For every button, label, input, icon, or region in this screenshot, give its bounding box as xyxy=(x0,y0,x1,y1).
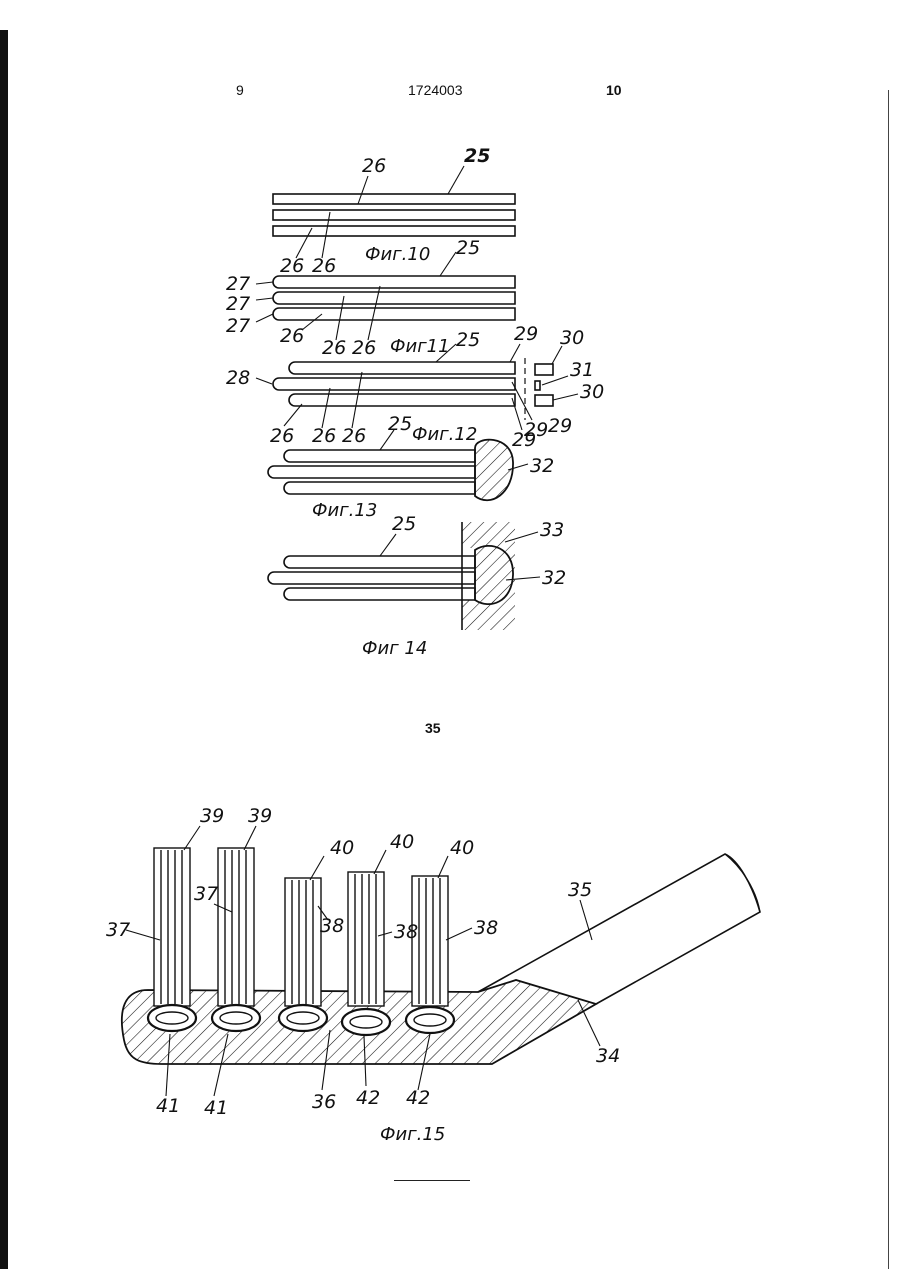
fig12-strips xyxy=(273,362,515,406)
fig15-label: 38 xyxy=(394,921,418,943)
fig15-tuft xyxy=(148,848,196,1031)
fig15-label: 40 xyxy=(330,837,354,859)
fig11-label: 27 xyxy=(226,293,250,315)
fig11-label: 26 xyxy=(352,337,376,359)
fig15-label: 40 xyxy=(390,831,414,853)
fig15-label: 41 xyxy=(156,1095,180,1117)
fig12-label: 28 xyxy=(226,367,250,389)
fig10-label: 26 xyxy=(312,255,336,277)
fig10-label: 26 xyxy=(280,255,304,277)
fig12-label: 29 xyxy=(548,415,572,437)
fig11-label: 27 xyxy=(226,315,250,337)
fig11-label: 25 xyxy=(456,237,480,259)
fig12-label: 26 xyxy=(270,425,294,447)
fig13-label: 32 xyxy=(530,455,554,477)
fig15-tuft xyxy=(212,848,260,1031)
fig15-label: 35 xyxy=(568,879,592,901)
fig12-label: 26 xyxy=(342,425,366,447)
fig14-label: 32 xyxy=(542,567,566,589)
fig15-label: 39 xyxy=(248,805,272,827)
fig13-label: 25 xyxy=(388,413,412,435)
fig14-label: 25 xyxy=(392,513,416,535)
fig15-label: 36 xyxy=(312,1091,336,1113)
fig12-caption: Фиг.12 xyxy=(412,424,477,445)
fig15-label: 42 xyxy=(406,1087,430,1109)
fig15-label: 37 xyxy=(194,883,218,905)
fig10-label: 26 xyxy=(362,155,386,177)
fig14-fused-head xyxy=(475,546,513,604)
fig15-tuft xyxy=(279,878,327,1031)
fig15-label: 39 xyxy=(200,805,224,827)
fig13-strips xyxy=(268,450,475,494)
fig12-label: 26 xyxy=(312,425,336,447)
fig15-label: 37 xyxy=(106,919,130,941)
fig10-label: 25 xyxy=(464,145,490,167)
fig13-caption: Фиг.13 xyxy=(312,500,377,521)
fig15-label: 42 xyxy=(356,1087,380,1109)
fig12-label: 30 xyxy=(560,327,584,349)
fig11-label: 27 xyxy=(226,273,250,295)
fig11-label: 26 xyxy=(322,337,346,359)
fig14-label: 33 xyxy=(540,519,564,541)
fig15-handle-end xyxy=(725,854,760,912)
fig12-label: 25 xyxy=(456,329,480,351)
fig12-label: 29 xyxy=(514,323,538,345)
fig12-label: 30 xyxy=(580,381,604,403)
fig11-caption: Фиг11 xyxy=(390,336,450,357)
fig15-caption: Фиг.15 xyxy=(380,1124,445,1145)
fig12-label: 31 xyxy=(570,359,594,381)
fig15-label: 40 xyxy=(450,837,474,859)
fig13-fused-head xyxy=(475,440,513,501)
fig15-label: 34 xyxy=(596,1045,620,1067)
fig15-label: 41 xyxy=(204,1097,228,1119)
fig11-label: 26 xyxy=(280,325,304,347)
fig14-strips xyxy=(268,556,475,600)
fig10-caption: Фиг.10 xyxy=(365,244,430,265)
fig12-label: 29 xyxy=(512,429,536,451)
fig14-caption: Фиг 14 xyxy=(362,638,427,659)
fig10-strips xyxy=(273,194,515,236)
fig12-cut-pieces xyxy=(535,364,553,406)
fig11-strips xyxy=(273,276,515,320)
fig15-label: 38 xyxy=(320,915,344,937)
fig15-label: 38 xyxy=(474,917,498,939)
